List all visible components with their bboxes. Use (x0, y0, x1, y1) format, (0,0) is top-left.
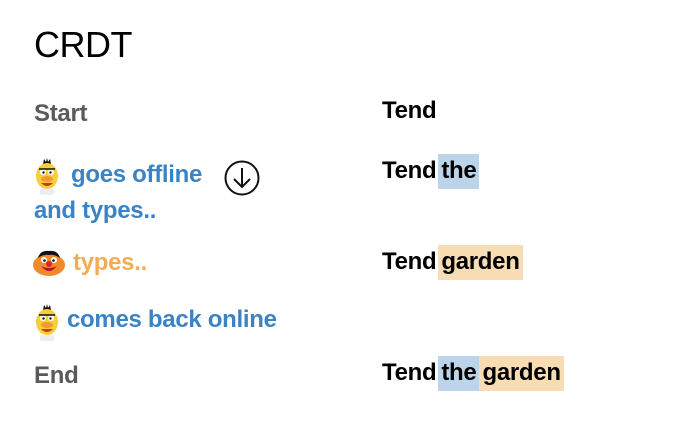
bert-icon (36, 158, 58, 195)
doc-state-start: Tend (382, 97, 437, 125)
doc-base-text: Tend (382, 97, 437, 124)
step-end-label: End (34, 362, 79, 389)
offline-download-icon (224, 160, 260, 196)
doc-base-text: Tend (382, 359, 437, 386)
step-bert-offline-label: goes offline (71, 161, 203, 188)
page-title: CRDT (34, 24, 132, 65)
step-start-label: Start (34, 100, 88, 127)
insertion-bert: the (438, 356, 480, 391)
doc-base-text: Tend (382, 248, 437, 275)
bert-icon (36, 304, 58, 341)
doc-base-text: Tend (382, 157, 437, 184)
ernie-icon (33, 250, 65, 276)
step-bert-online-label: comes back online (67, 306, 277, 333)
insertion-ernie: garden (438, 245, 523, 280)
insertion-bert: the (438, 154, 480, 189)
step-bert-types-label: and types.. (34, 197, 157, 224)
insertion-ernie: garden (479, 356, 564, 391)
step-ernie-types-label: types.. (73, 249, 147, 276)
